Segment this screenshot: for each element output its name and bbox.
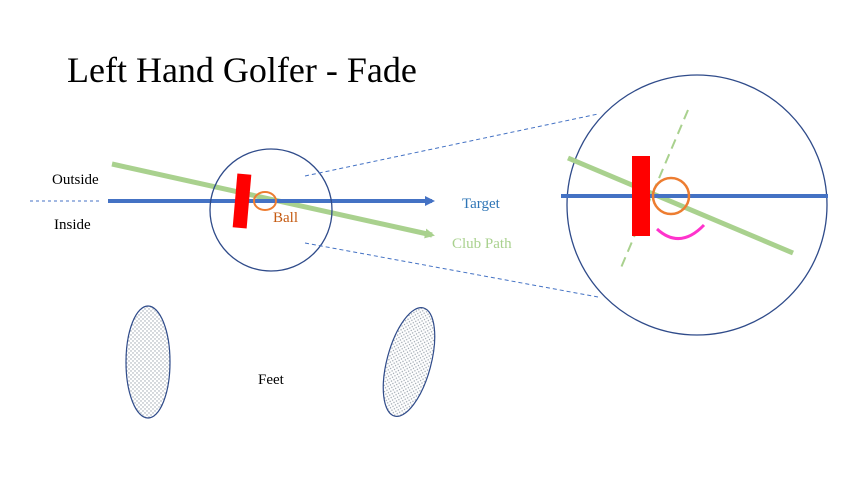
- ball-small: [253, 191, 277, 211]
- feet-label: Feet: [258, 372, 285, 388]
- magnifier-small-circle: [209, 148, 333, 272]
- club-path-label: Club Path: [452, 236, 512, 252]
- zoom-large-circle: [566, 74, 828, 336]
- zoom-connector-bottom: [304, 242, 599, 298]
- spin-arc: [655, 223, 706, 240]
- clubface-small: [232, 173, 252, 229]
- left-foot: [125, 305, 171, 419]
- zoom-club-path-line: [567, 155, 794, 256]
- target-label: Target: [462, 196, 501, 212]
- ball-label: Ball: [273, 210, 298, 226]
- right-foot: [382, 307, 436, 417]
- inside-label: Inside: [54, 217, 91, 233]
- ball-large: [651, 176, 691, 216]
- zoom-connector-top: [304, 113, 599, 177]
- outside-label: Outside: [52, 172, 99, 188]
- page-title: Left Hand Golfer - Fade: [67, 50, 417, 90]
- clubface-large: [632, 156, 650, 236]
